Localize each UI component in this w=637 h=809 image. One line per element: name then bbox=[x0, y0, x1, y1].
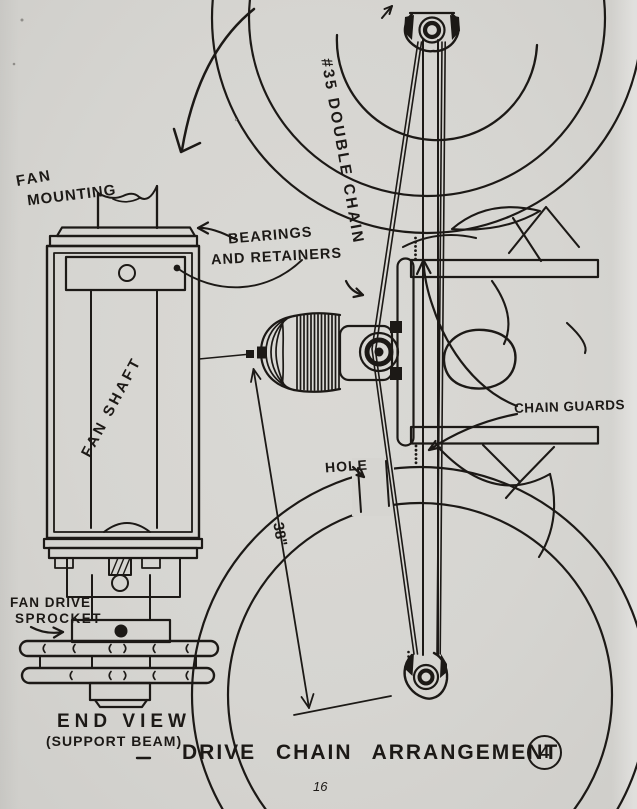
chain-guards-leader-down bbox=[427, 412, 519, 452]
chain-hole bbox=[352, 458, 394, 516]
fan-drive-sprocket-arrow bbox=[29, 625, 65, 639]
cooling-fins bbox=[296, 313, 340, 391]
duct-ring-bottom bbox=[190, 465, 637, 809]
end-view-assembly bbox=[18, 184, 220, 760]
fan-drive-sprocket-label-line1: FAN DRIVE bbox=[10, 595, 92, 610]
beam-bottom-block bbox=[88, 681, 152, 709]
bottom-sprocket bbox=[403, 651, 449, 700]
bottom-bearing-plates bbox=[42, 537, 204, 560]
end-view-caption: END VIEW bbox=[57, 711, 191, 732]
fan-mounting-tube bbox=[96, 184, 159, 230]
frame-squiggles bbox=[401, 205, 587, 559]
top-sprocket-guard-arc bbox=[335, 33, 539, 142]
hole-label: HOLE bbox=[324, 456, 369, 476]
bearings-leader bbox=[173, 221, 303, 289]
drive-chain-lines bbox=[371, 41, 446, 655]
big-curved-arrow bbox=[172, 7, 256, 154]
page-number: 16 bbox=[313, 779, 328, 794]
engine bbox=[198, 312, 402, 393]
fuel-tank-blob bbox=[442, 328, 517, 390]
chain-label-arrow bbox=[344, 279, 365, 299]
hole-label-arrow bbox=[351, 465, 366, 479]
top-sprocket bbox=[403, 11, 460, 53]
figure-title: DRIVE CHAIN ARRANGEMENT bbox=[182, 741, 560, 764]
figure-number: 4 bbox=[539, 742, 550, 762]
small-top-arrow bbox=[381, 5, 393, 19]
engine-sprocket-hub bbox=[374, 347, 384, 357]
engine-mount-lugs bbox=[246, 321, 402, 380]
support-post bbox=[422, 39, 439, 656]
chain-guards-leader-up bbox=[415, 258, 519, 408]
shaft-coupling bbox=[54, 557, 181, 621]
chain-link-dots bbox=[407, 236, 418, 663]
fan-drive-sprocket-label-line2: SPROCKET bbox=[15, 611, 103, 626]
engine-sprocket-ring bbox=[364, 337, 394, 367]
support-beam-section bbox=[18, 639, 220, 685]
figure-number-circle: 4 bbox=[527, 735, 562, 770]
end-view-caption-sub: (SUPPORT BEAM) bbox=[46, 733, 183, 749]
paper-specks bbox=[12, 18, 238, 122]
top-bearing-plates bbox=[48, 226, 199, 248]
engine-sprocket-outer bbox=[358, 331, 400, 373]
shaft-centerline bbox=[198, 353, 247, 360]
dimension-38 bbox=[250, 368, 392, 716]
duct-ring-top bbox=[210, 0, 637, 235]
